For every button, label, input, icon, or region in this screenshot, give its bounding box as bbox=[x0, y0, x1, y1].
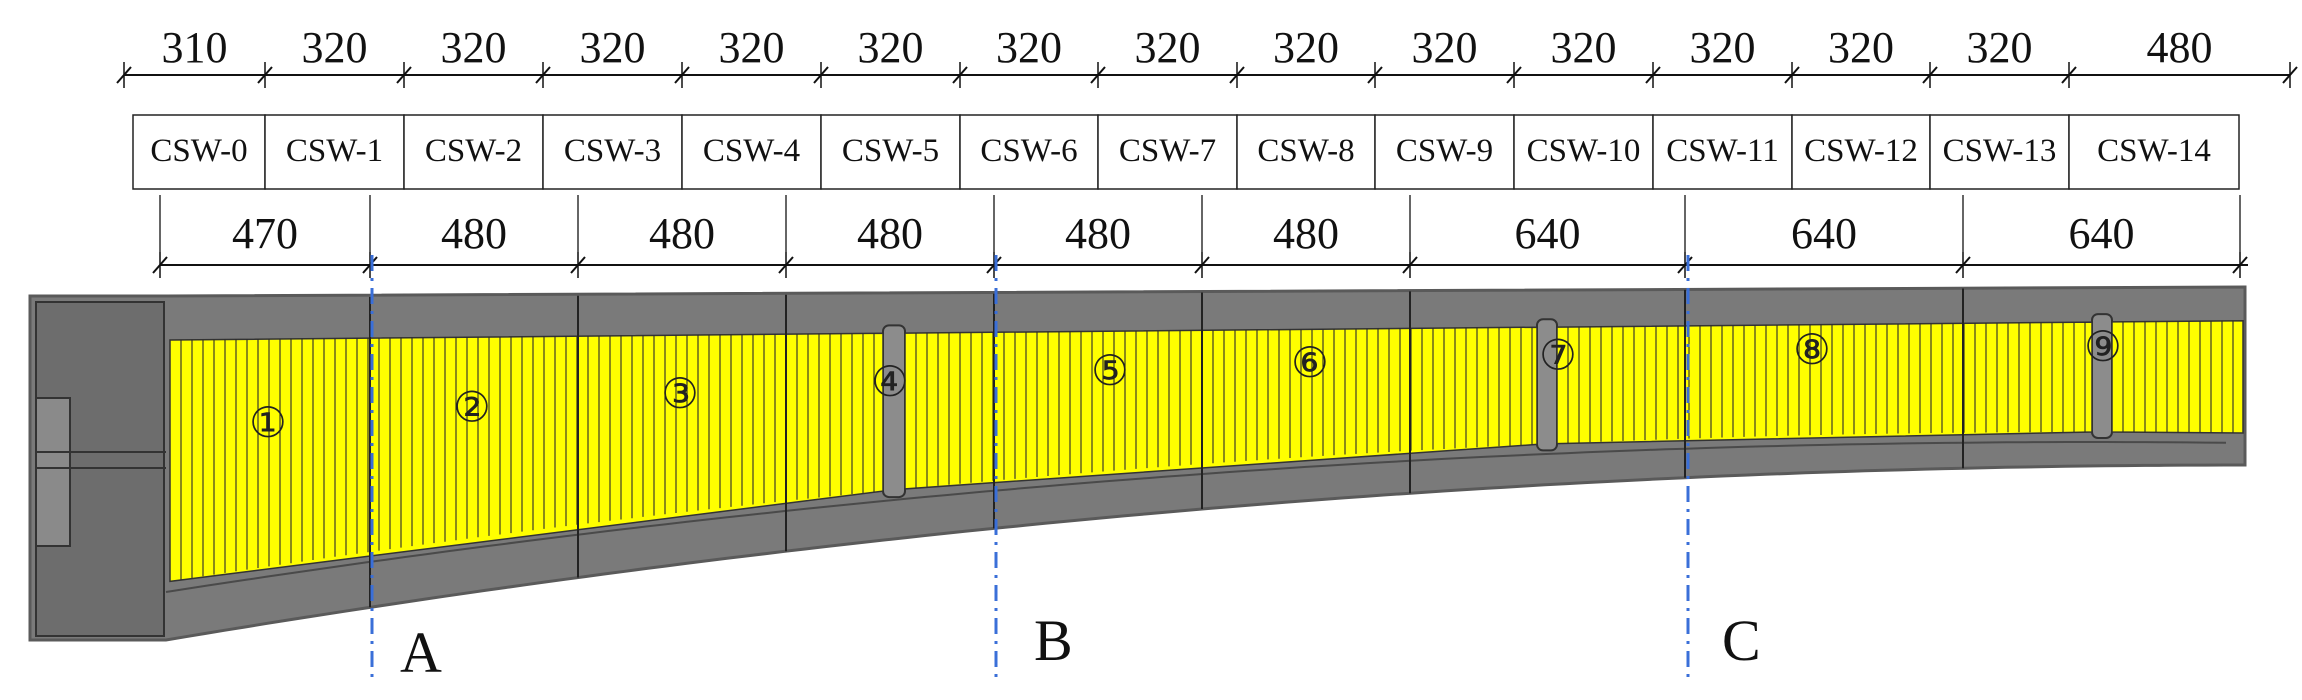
section-cut-lines bbox=[370, 255, 1690, 680]
segment-number-3: ③ bbox=[661, 372, 699, 418]
segment-dim-3: 480 bbox=[857, 209, 923, 258]
top-dim-12: 320 bbox=[1828, 23, 1894, 72]
segment-dim-5: 480 bbox=[1273, 209, 1339, 258]
csw-panel-box-6 bbox=[959, 114, 1099, 190]
panel-label-14: CSW-14 bbox=[2097, 133, 2211, 169]
segment-dim-2: 480 bbox=[649, 209, 715, 258]
diaphragm-0 bbox=[882, 324, 906, 499]
web-panel-1 bbox=[904, 326, 1538, 490]
support-bearing-plate bbox=[35, 397, 71, 547]
top-dim-2: 320 bbox=[441, 23, 507, 72]
panel-label-3: CSW-3 bbox=[564, 133, 661, 169]
panel-label-0: CSW-0 bbox=[150, 133, 247, 169]
pier-support-detail bbox=[35, 397, 166, 547]
csw-panel-box-14 bbox=[2068, 114, 2240, 190]
csw-panel-box-10 bbox=[1513, 114, 1654, 190]
segment-number-8: ⑧ bbox=[1793, 328, 1831, 374]
csw-panel-box-13 bbox=[1929, 114, 2070, 190]
segment-dimension-ticks bbox=[152, 195, 2248, 278]
panel-label-13: CSW-13 bbox=[1943, 133, 2057, 169]
panel-label-2: CSW-2 bbox=[425, 133, 522, 169]
top-dimension-chain: 310 320 320 320 320 320 320 320 320 320 … bbox=[116, 23, 2298, 88]
panel-label-4: CSW-4 bbox=[703, 133, 800, 169]
segment-number-4: ④ bbox=[871, 360, 909, 406]
segment-dim-6: 640 bbox=[1515, 209, 1581, 258]
segment-dim-0: 470 bbox=[232, 209, 298, 258]
segment-number-1: ① bbox=[249, 401, 287, 447]
csw-panel-row: CSW-0 CSW-1 CSW-2 CSW-3 CSW-4 CSW-5 CSW-… bbox=[132, 114, 2240, 190]
section-label-b: B bbox=[1034, 608, 1073, 673]
panel-label-5: CSW-5 bbox=[842, 133, 939, 169]
top-dim-4: 320 bbox=[719, 23, 785, 72]
bottom-flange bbox=[165, 441, 2227, 593]
segment-numbers: ① ② ③ ④ ⑤ ⑥ ⑦ ⑧ ⑨ bbox=[249, 325, 2122, 447]
top-dim-14: 480 bbox=[2147, 23, 2213, 72]
panel-label-8: CSW-8 bbox=[1257, 133, 1354, 169]
section-label-a: A bbox=[400, 620, 442, 685]
segment-number-6: ⑥ bbox=[1291, 341, 1329, 387]
web-panel-2 bbox=[1556, 321, 2093, 445]
csw-panel-box-7 bbox=[1097, 114, 1238, 190]
top-dimension-ticks bbox=[116, 62, 2298, 88]
csw-panel-box-4 bbox=[681, 114, 822, 190]
section-cuts: A B C bbox=[370, 255, 1761, 685]
segment-dim-7: 640 bbox=[1791, 209, 1857, 258]
corrugated-web-panels bbox=[169, 319, 2244, 583]
top-dim-8: 320 bbox=[1273, 23, 1339, 72]
top-dim-7: 320 bbox=[1135, 23, 1201, 72]
panel-label-11: CSW-11 bbox=[1666, 133, 1778, 169]
top-dim-5: 320 bbox=[858, 23, 924, 72]
segment-dim-8: 640 bbox=[2069, 209, 2135, 258]
csw-panel-box-12 bbox=[1791, 114, 1931, 190]
segment-joint-lines bbox=[369, 288, 1964, 608]
panel-label-9: CSW-9 bbox=[1396, 133, 1493, 169]
panel-label-6: CSW-6 bbox=[980, 133, 1077, 169]
top-dim-1: 320 bbox=[302, 23, 368, 72]
web-panel-0 bbox=[169, 332, 884, 583]
csw-panel-box-8 bbox=[1236, 114, 1376, 190]
top-dim-11: 320 bbox=[1690, 23, 1756, 72]
panel-label-10: CSW-10 bbox=[1527, 133, 1641, 169]
segment-number-9: ⑨ bbox=[2084, 325, 2122, 371]
csw-panel-box-2 bbox=[403, 114, 544, 190]
top-dim-0: 310 bbox=[162, 23, 228, 72]
girder-elevation: ① ② ③ ④ ⑤ ⑥ ⑦ ⑧ ⑨ bbox=[28, 285, 2247, 642]
top-dim-10: 320 bbox=[1551, 23, 1617, 72]
csw-panel-boxes bbox=[132, 114, 2240, 190]
segment-number-5: ⑤ bbox=[1091, 349, 1129, 395]
csw-panel-box-9 bbox=[1374, 114, 1515, 190]
section-label-c: C bbox=[1722, 608, 1761, 673]
panel-label-1: CSW-1 bbox=[286, 133, 383, 169]
panel-label-7: CSW-7 bbox=[1119, 133, 1216, 169]
csw-panel-labels: CSW-0 CSW-1 CSW-2 CSW-3 CSW-4 CSW-5 CSW-… bbox=[150, 133, 2210, 169]
segment-dim-4: 480 bbox=[1065, 209, 1131, 258]
segment-dim-1: 480 bbox=[441, 209, 507, 258]
top-dim-3: 320 bbox=[580, 23, 646, 72]
csw-panel-box-5 bbox=[820, 114, 961, 190]
segment-dimension-labels: 470 480 480 480 480 480 640 640 640 bbox=[232, 209, 2135, 258]
top-dim-9: 320 bbox=[1412, 23, 1478, 72]
segment-dimension-chain: 470 480 480 480 480 480 640 640 640 bbox=[152, 195, 2248, 278]
segment-number-2: ② bbox=[453, 386, 491, 432]
top-dim-13: 320 bbox=[1967, 23, 2033, 72]
top-dim-6: 320 bbox=[996, 23, 1062, 72]
panel-label-12: CSW-12 bbox=[1804, 133, 1918, 169]
segment-number-7: ⑦ bbox=[1539, 333, 1577, 379]
top-dimension-labels: 310 320 320 320 320 320 320 320 320 320 … bbox=[162, 23, 2213, 72]
